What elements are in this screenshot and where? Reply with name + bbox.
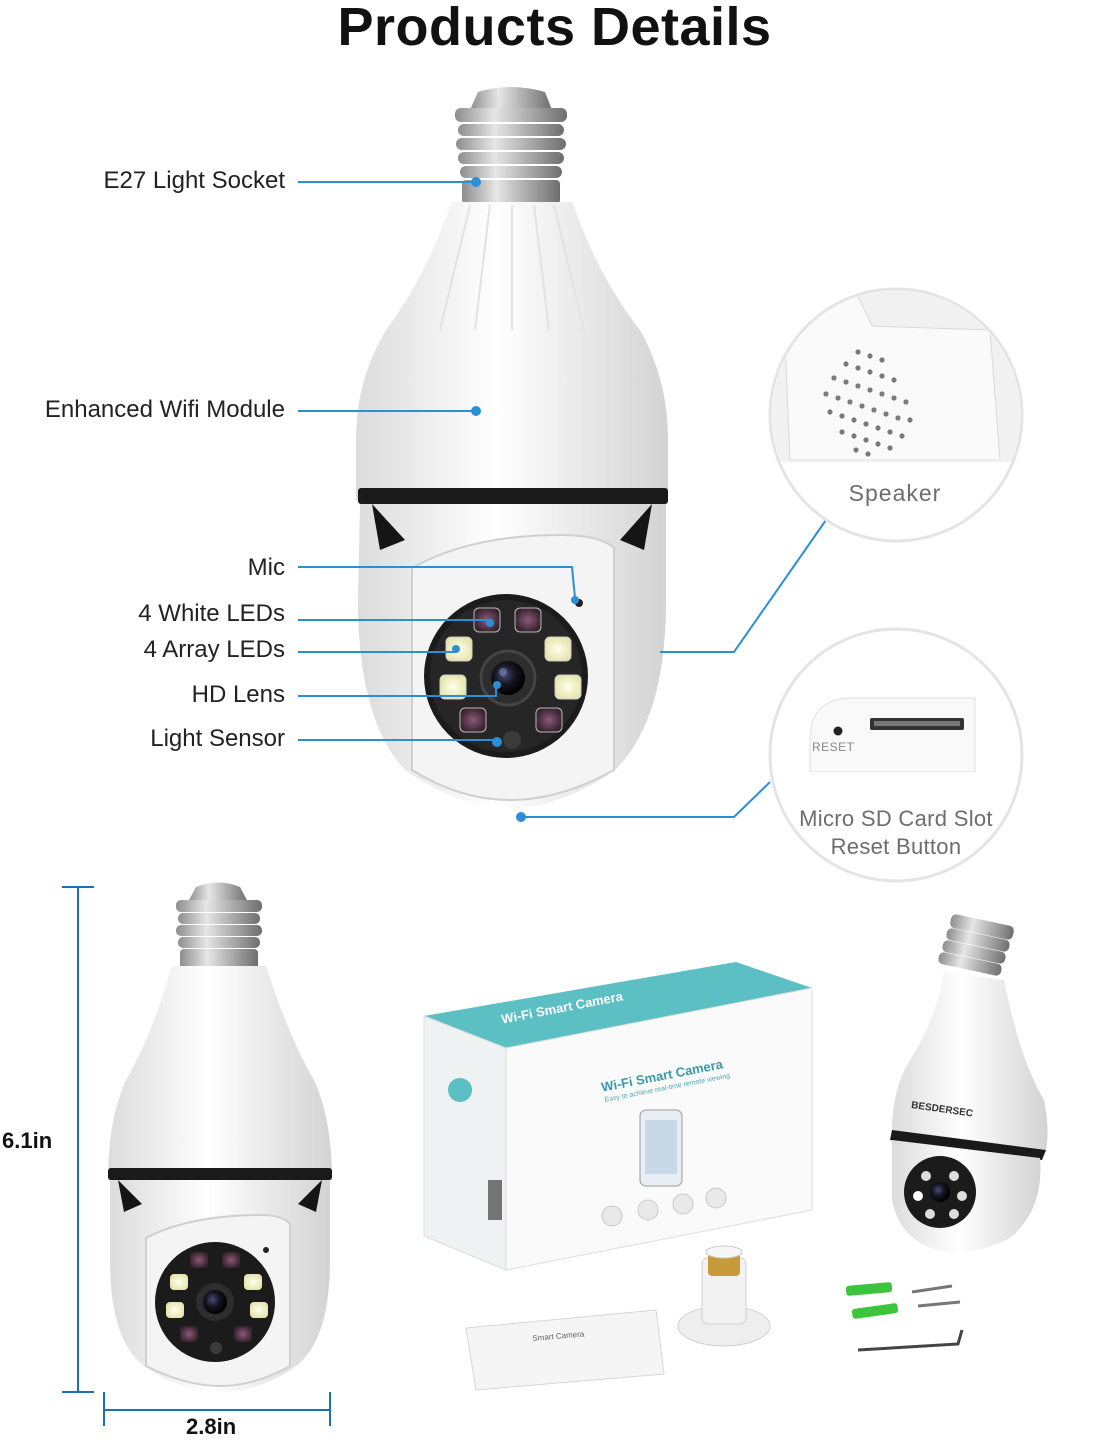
height-dimension: 6.1in [2, 1128, 53, 1153]
light-sensor-icon [503, 731, 521, 749]
label-white-leds: 4 White LEDs [138, 600, 285, 627]
width-dimension: 2.8in [186, 1414, 237, 1439]
sd-card-inset [768, 627, 1024, 883]
lamp-holder-icon [677, 1245, 771, 1347]
reset-hole-icon [833, 726, 843, 736]
reset-label: RESET [812, 740, 855, 754]
socket-icon [455, 87, 567, 204]
speaker-inset [768, 287, 1024, 543]
page-title: Products Details [337, 0, 772, 57]
speaker-grille-icon [823, 349, 913, 457]
label-array-leds: 4 Array LEDs [143, 636, 285, 663]
led-array [439, 607, 582, 733]
speaker-label: Speaker [848, 480, 942, 506]
screws-icon [845, 1282, 964, 1352]
side-camera [108, 882, 332, 1392]
reset-button-label: Reset Button [830, 834, 962, 859]
dimension-lines [62, 886, 331, 1426]
angled-camera [890, 914, 1048, 1253]
label-wifi: Enhanced Wifi Module [44, 396, 285, 423]
label-sensor: Light Sensor [150, 725, 285, 752]
label-mic: Mic [247, 554, 285, 581]
sd-label: Micro SD Card Slot [799, 806, 993, 831]
label-socket: E27 Light Socket [103, 167, 285, 194]
label-lens: HD Lens [191, 681, 285, 708]
main-camera [356, 87, 668, 808]
manual-icon [465, 1309, 665, 1391]
package-box [423, 962, 813, 1271]
